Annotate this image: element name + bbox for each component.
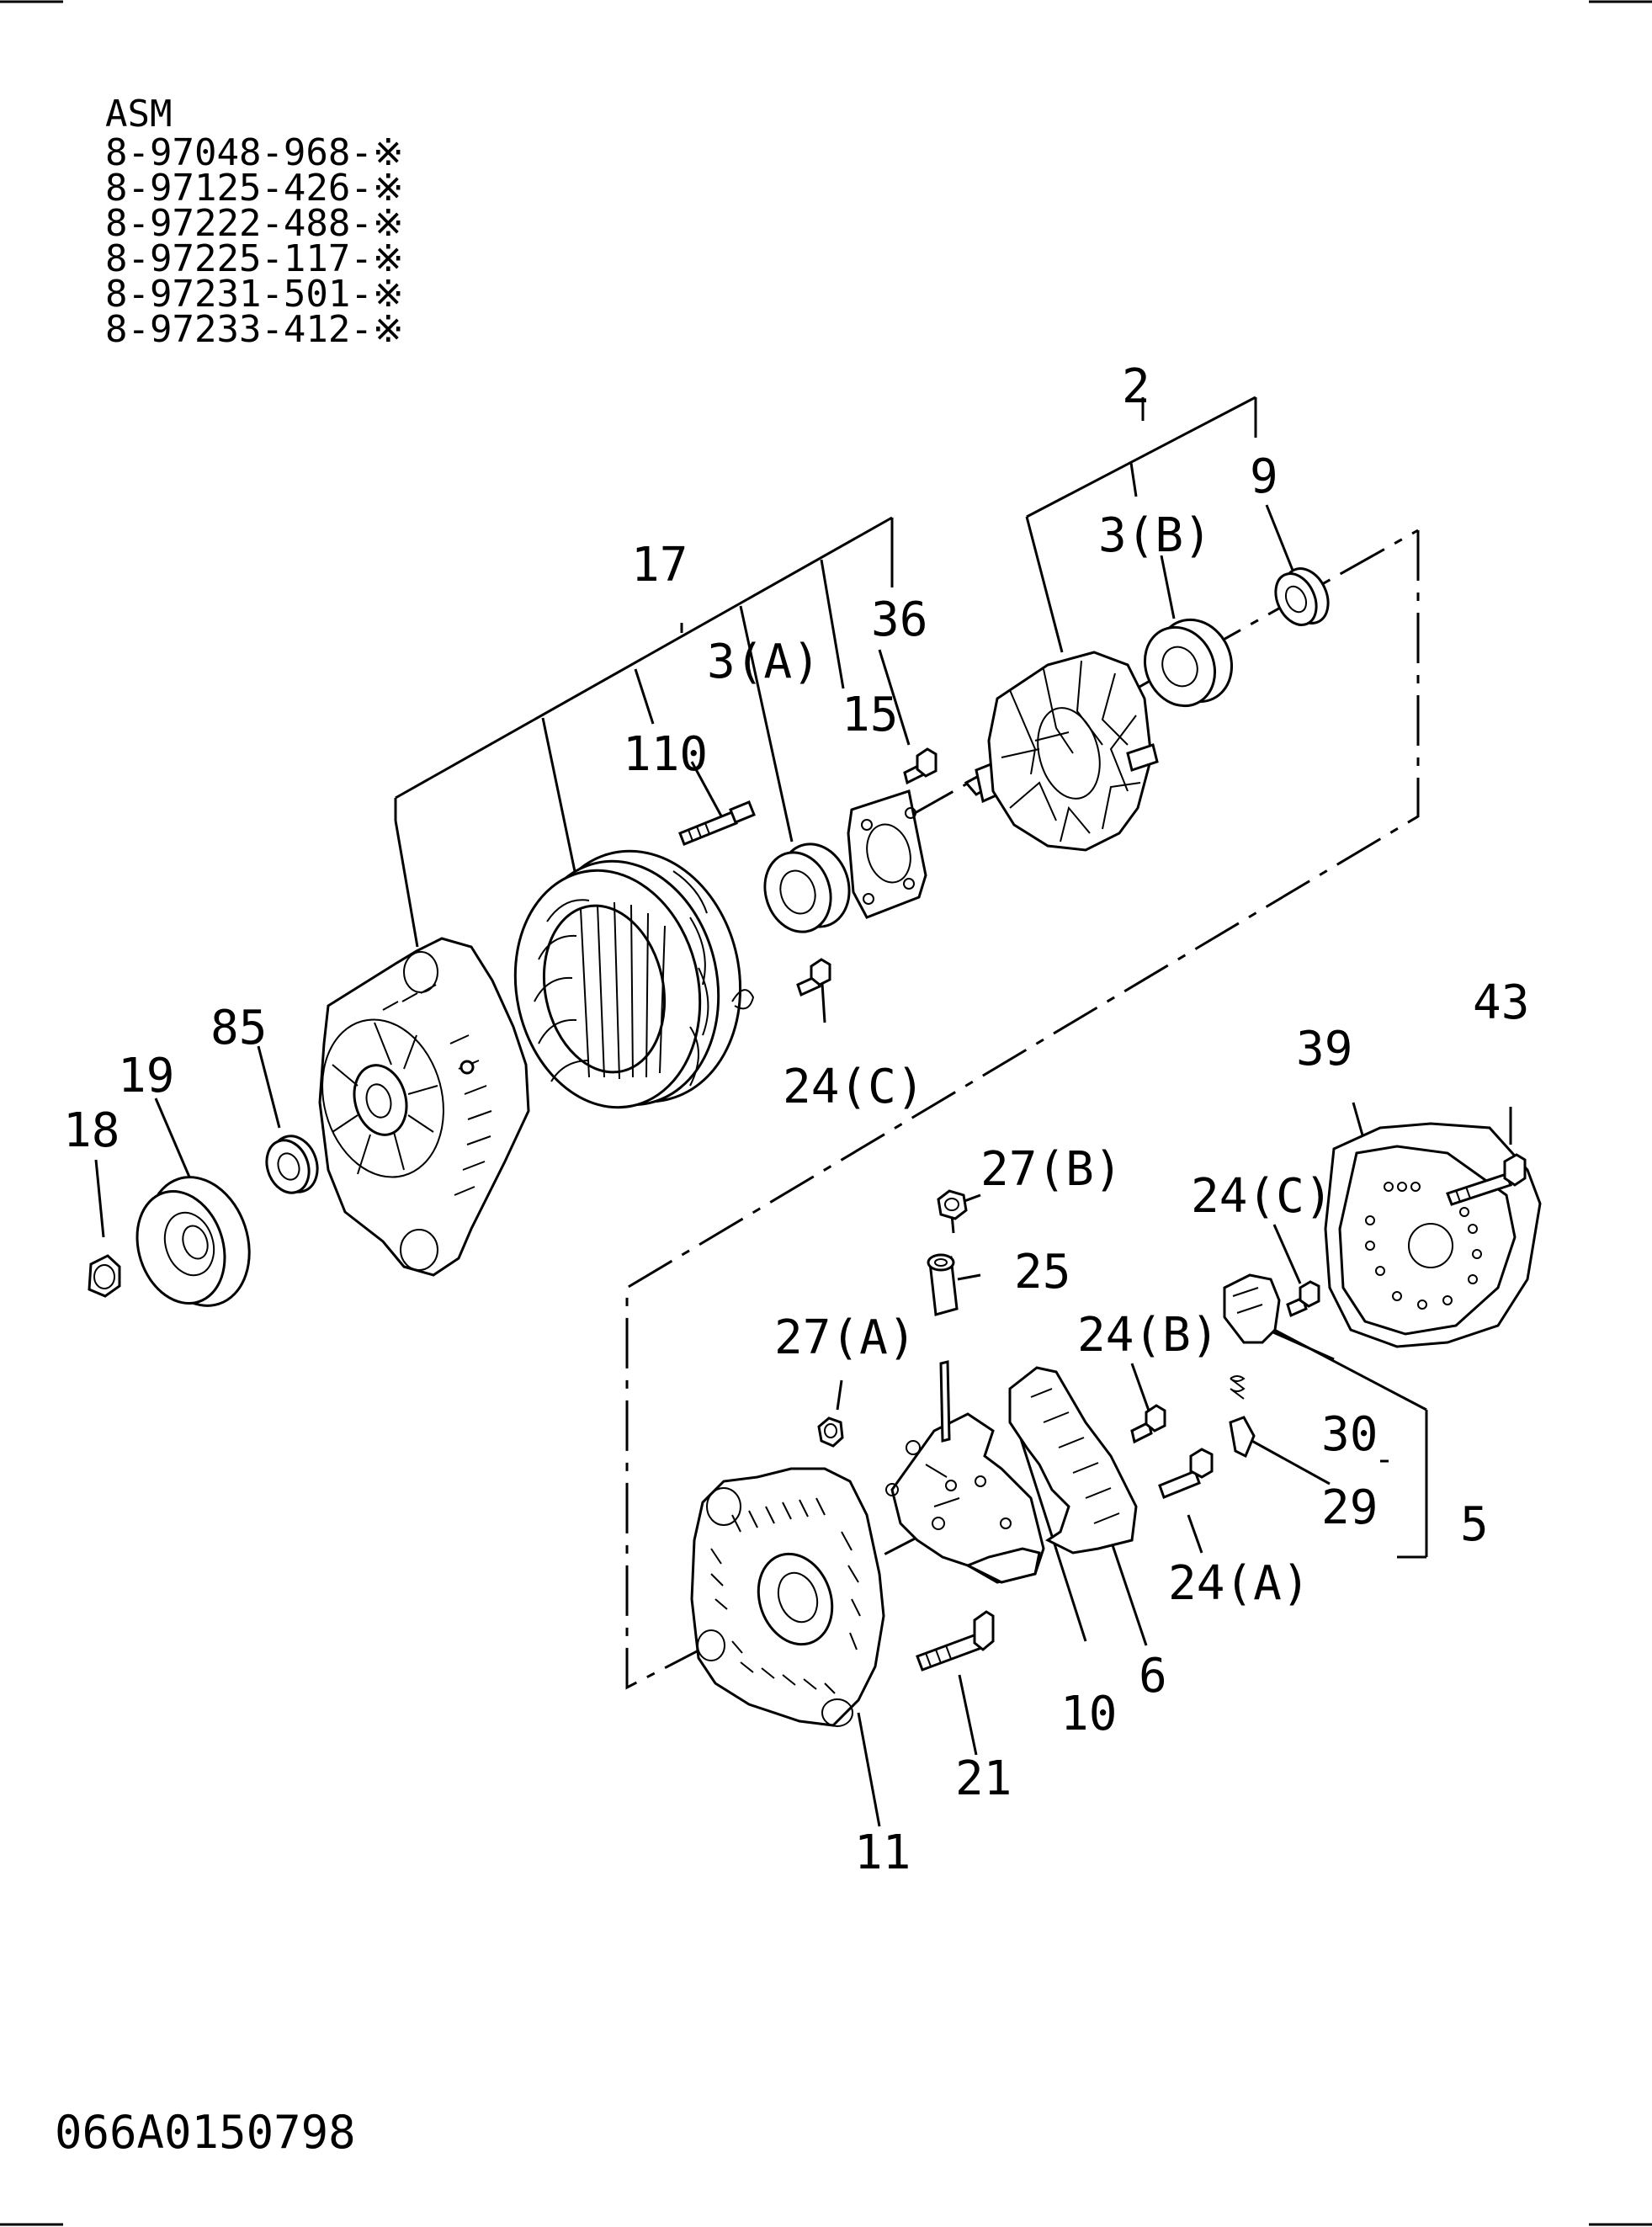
- callout-24b: 24(B): [1077, 1308, 1219, 1363]
- assembly-heading: ASM: [105, 93, 172, 136]
- spacer-85-icon: [265, 1135, 319, 1194]
- assembly-part-number: 8-97125-426-※: [105, 167, 404, 210]
- front-housing-17-icon: [318, 937, 530, 1277]
- callout-15: 15: [842, 688, 898, 742]
- callout-11: 11: [854, 1826, 911, 1880]
- retainer-plate-15-icon: [847, 789, 927, 919]
- bolt-21-icon: [916, 1610, 995, 1672]
- bearing-3a-icon: [763, 842, 851, 933]
- callout-6: 6: [1139, 1649, 1167, 1703]
- callout-10: 10: [1060, 1687, 1117, 1741]
- callout-5: 5: [1460, 1497, 1489, 1552]
- callout-labels: 2 9 3(B) 17 36 3(A) 15 110 24(C) 85 19 1…: [63, 359, 1529, 1880]
- regulator-6-icon: [1008, 1366, 1138, 1555]
- screw-36-icon: [903, 747, 938, 785]
- callout-18: 18: [63, 1103, 120, 1158]
- drawing-code: 066A0150798: [55, 2106, 356, 2159]
- brush-29-icon: [1229, 1416, 1256, 1459]
- screw-24c-upper-icon: [796, 958, 831, 997]
- nut-27b-icon: [937, 1189, 968, 1220]
- nut-27a-icon: [817, 1416, 844, 1448]
- callout-29: 29: [1321, 1480, 1378, 1535]
- callout-39: 39: [1296, 1022, 1352, 1076]
- rear-cover-39-icon: [1324, 1122, 1542, 1348]
- callout-24a: 24(A): [1168, 1556, 1310, 1611]
- assembly-header: ASM 8-97048-968-※ 8-97125-426-※ 8-97222-…: [105, 93, 404, 351]
- assembly-part-number: 8-97231-501-※: [105, 273, 404, 316]
- callout-43: 43: [1473, 975, 1529, 1030]
- assembly-part-number: 8-97233-412-※: [105, 308, 404, 351]
- stud-110-icon: [678, 800, 756, 846]
- callout-3a: 3(A): [707, 635, 821, 689]
- callout-19: 19: [118, 1049, 174, 1103]
- callout-24c-top: 24(C): [783, 1060, 925, 1114]
- assembly-part-number: 8-97225-117-※: [105, 237, 404, 280]
- spring-30-icon: [1230, 1375, 1246, 1400]
- assembly-part-number: 8-97222-488-※: [105, 202, 404, 245]
- callout-9: 9: [1250, 449, 1278, 504]
- bearing-3b-icon: [1143, 618, 1234, 708]
- callout-27b: 27(B): [980, 1142, 1123, 1197]
- rotor-icon: [964, 651, 1159, 852]
- callout-17: 17: [631, 538, 688, 593]
- rear-housing-11-icon: [690, 1467, 885, 1727]
- callout-3b: 3(B): [1098, 508, 1212, 563]
- callout-24c-right: 24(C): [1191, 1169, 1333, 1224]
- insulator-25-icon: [927, 1253, 959, 1316]
- bearing-cover-9-icon: [1274, 567, 1330, 626]
- callout-85: 85: [210, 1001, 267, 1055]
- brush-holder-5-icon: [1223, 1273, 1281, 1344]
- callout-2: 2: [1122, 359, 1150, 414]
- callout-36: 36: [871, 593, 927, 647]
- callout-110: 110: [623, 727, 708, 782]
- screw-24a-icon: [1158, 1448, 1214, 1499]
- assembly-part-number: 8-97048-968-※: [105, 131, 404, 174]
- stator-icon: [513, 849, 755, 1109]
- callout-27a: 27(A): [774, 1310, 916, 1365]
- screw-24c-right-icon: [1286, 1280, 1320, 1318]
- nut-18-icon: [88, 1254, 121, 1298]
- pulley-19-icon: [135, 1176, 251, 1307]
- rectifier-10-icon: [885, 1360, 1045, 1584]
- leader-lines: [94, 396, 1512, 1827]
- callout-30: 30: [1321, 1407, 1378, 1462]
- callout-21: 21: [955, 1751, 1012, 1806]
- screw-24b-icon: [1130, 1404, 1166, 1444]
- bolt-43-icon: [1446, 1153, 1527, 1206]
- callout-25: 25: [1014, 1245, 1070, 1300]
